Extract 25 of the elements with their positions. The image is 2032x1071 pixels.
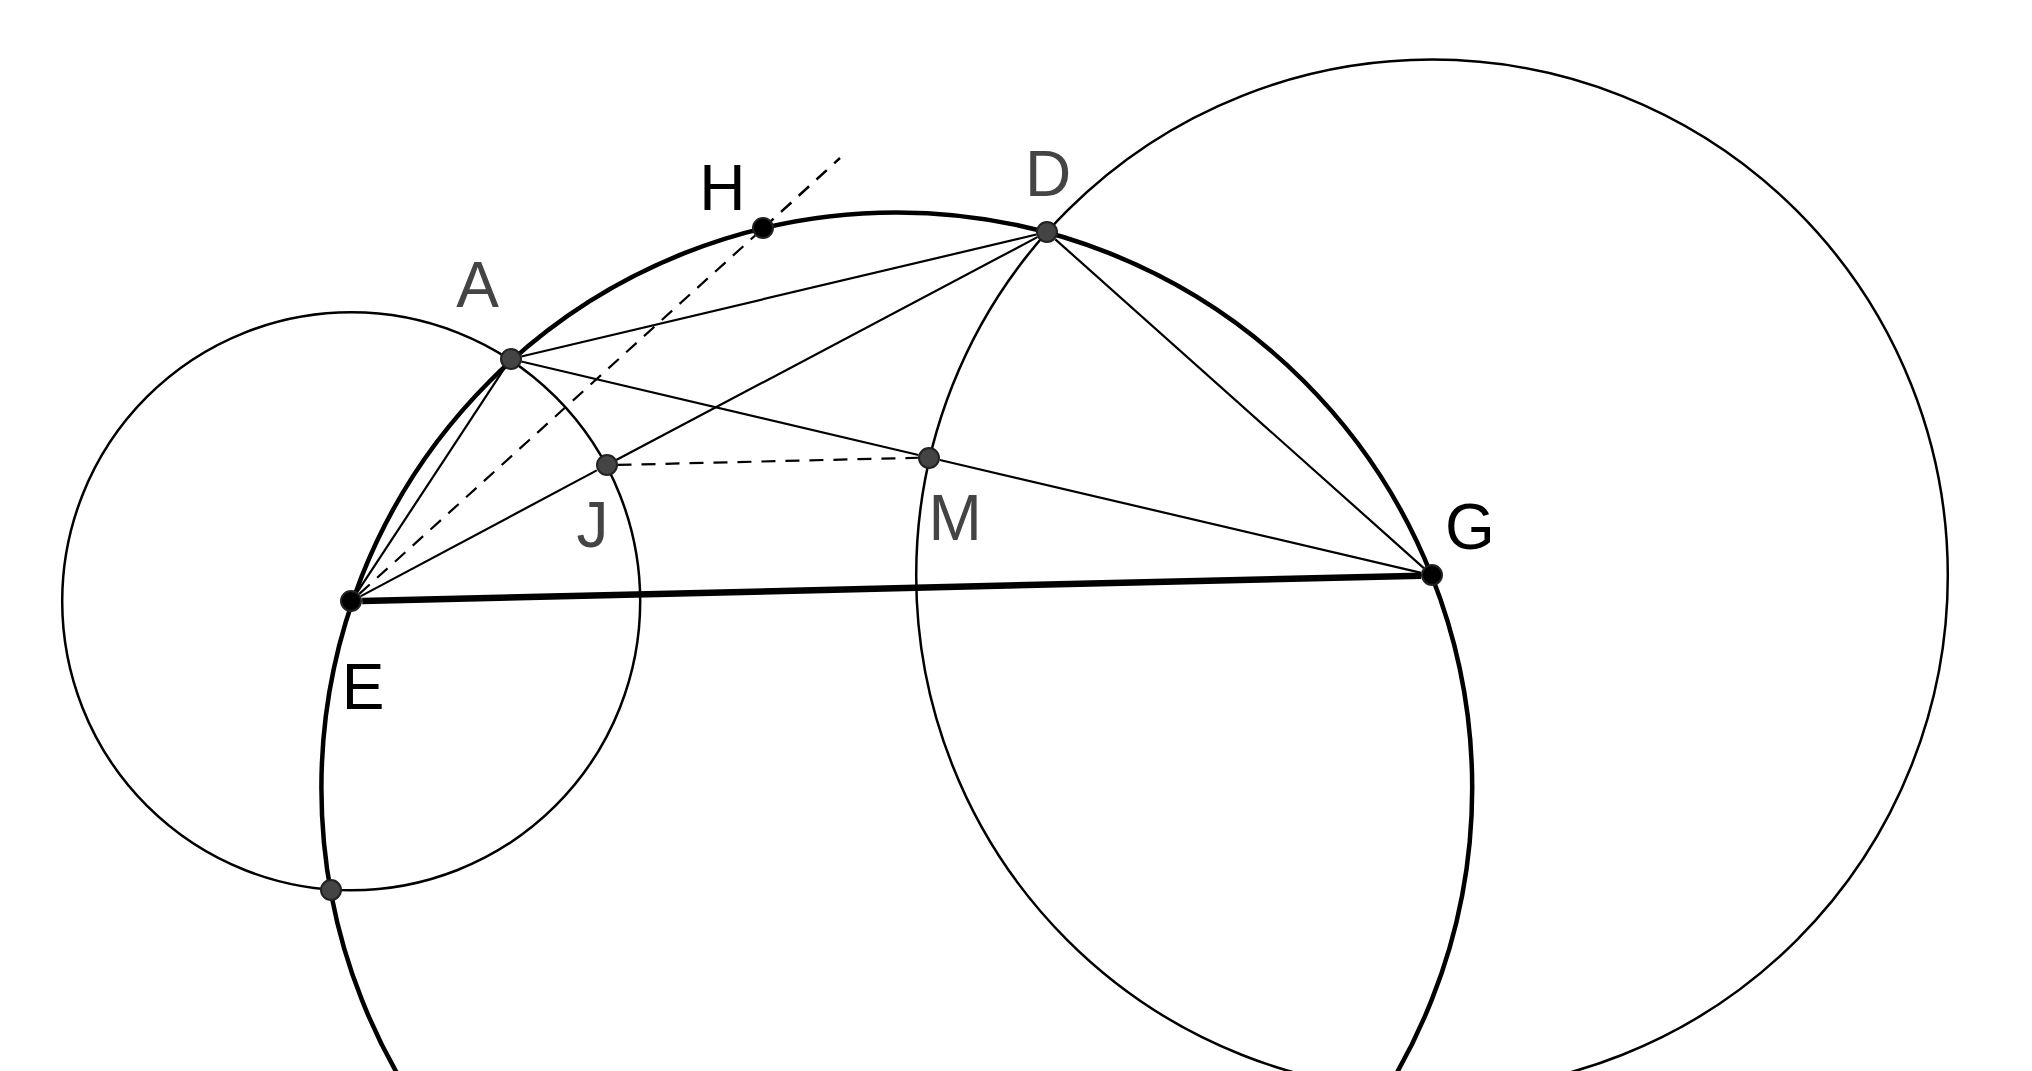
point-marker <box>340 590 363 613</box>
line-segment <box>356 367 506 593</box>
point-label: M <box>928 485 982 550</box>
line-segment <box>362 572 1422 605</box>
line-segment <box>939 458 1422 574</box>
line-segment <box>360 469 598 598</box>
line-segment <box>521 360 919 457</box>
dashed-segment <box>617 456 919 467</box>
point-label: H <box>699 156 746 221</box>
line-segment <box>615 236 1038 462</box>
dashed-segment <box>358 234 756 595</box>
line-segment <box>1054 238 1425 569</box>
point-marker <box>319 879 342 902</box>
point-label: E <box>341 655 385 720</box>
point-label: J <box>576 493 609 558</box>
point-marker <box>918 446 941 469</box>
point-marker <box>752 217 775 240</box>
point-label: A <box>456 253 499 317</box>
line-segment <box>521 233 1037 358</box>
point-label: G <box>1445 495 1495 560</box>
point-marker <box>595 454 618 477</box>
point-marker <box>499 348 522 370</box>
point-marker <box>1036 221 1059 243</box>
point-label: D <box>1025 142 1072 206</box>
point-marker <box>1421 564 1443 587</box>
